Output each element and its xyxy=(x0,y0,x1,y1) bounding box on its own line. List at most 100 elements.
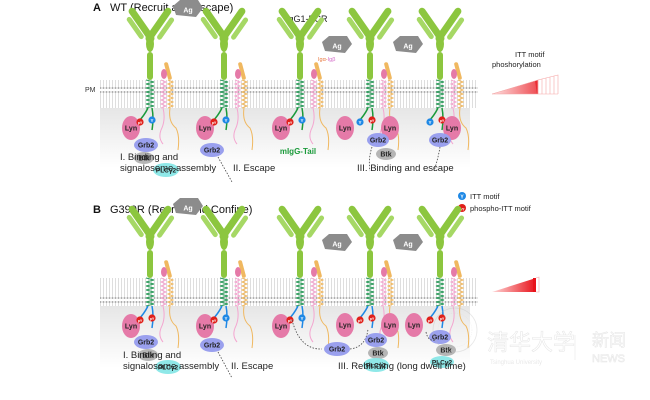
caption-b-1-line1: I. Binding and xyxy=(123,350,181,361)
svg-text:Btk: Btk xyxy=(440,348,451,355)
phospho-itt-motif-icon: pY xyxy=(286,316,294,324)
iga-igb-heterodimer xyxy=(379,62,400,151)
university-seal-icon xyxy=(432,307,478,353)
svg-text:Lyn: Lyn xyxy=(275,324,287,331)
legend-itt: Y ITT motif xyxy=(458,192,500,201)
grb2-adaptor: Grb2 xyxy=(324,342,350,356)
svg-text:pY: pY xyxy=(440,119,445,123)
svg-text:Y: Y xyxy=(428,120,431,125)
svg-text:Ag: Ag xyxy=(183,206,192,213)
watermark-news-cn: 新闻 xyxy=(592,331,626,350)
svg-text:Grb2: Grb2 xyxy=(138,143,154,150)
grb2-adaptor: Grb2 xyxy=(365,333,387,347)
phospho-itt-motif-icon: pY xyxy=(210,118,218,126)
grb2-adaptor: Grb2 xyxy=(134,335,158,349)
igg-antibody xyxy=(416,205,465,307)
caption-b-2: II. Escape xyxy=(231,361,273,372)
lyn-kinase: Lyn xyxy=(122,314,140,338)
phosphorylation-gradient-a xyxy=(491,74,559,95)
igg-antibody xyxy=(200,205,249,307)
phosphorylation-gradient-b xyxy=(492,276,540,293)
svg-text:pY: pY xyxy=(358,319,363,323)
phospho-itt-motif-icon: pY xyxy=(426,316,434,324)
svg-text:pY: pY xyxy=(440,317,445,321)
itt-motif-icon: Y xyxy=(298,116,306,124)
svg-text:Lyn: Lyn xyxy=(125,126,137,133)
lyn-kinase: Lyn xyxy=(196,116,214,140)
itt-motif-icon xyxy=(458,192,466,200)
plcg2-enzyme: PLCγ2 xyxy=(155,360,181,374)
panel-a: A WT (Recruit and Escape) PM IgG1-BCR Ig… xyxy=(85,0,559,183)
svg-text:Btk: Btk xyxy=(138,156,149,163)
svg-text:Btk: Btk xyxy=(372,351,383,358)
svg-text:Lyn: Lyn xyxy=(339,126,351,133)
btk-kinase: Btk xyxy=(436,344,456,356)
grb2-adaptor: Grb2 xyxy=(134,138,158,152)
svg-text:Ag: Ag xyxy=(403,44,412,51)
antigen: Ag xyxy=(393,36,423,53)
btk-kinase: Btk xyxy=(138,349,158,361)
svg-text:pY: pY xyxy=(150,317,155,321)
igg-antibody xyxy=(276,7,325,109)
svg-text:pY: pY xyxy=(370,317,375,321)
itt-motif-icon: Y xyxy=(298,314,306,322)
svg-text:Y: Y xyxy=(300,316,303,321)
caption-a-2: II. Escape xyxy=(233,163,275,174)
phospho-itt-motif-icon: pY xyxy=(210,316,218,324)
svg-text:Lyn: Lyn xyxy=(446,126,458,133)
watermark-en-name: Tsinghua University xyxy=(490,360,542,366)
svg-text:pY: pY xyxy=(212,319,217,323)
antigen: Ag xyxy=(322,234,352,251)
legend-phospho-label: phospho-ITT motif xyxy=(470,204,532,213)
svg-text:pY: pY xyxy=(138,121,143,125)
svg-text:Btk: Btk xyxy=(142,353,153,360)
iga-igb-heterodimer xyxy=(233,260,254,349)
svg-text:pY: pY xyxy=(428,319,433,323)
iga-igb-heterodimer xyxy=(309,260,330,349)
svg-text:Lyn: Lyn xyxy=(384,126,396,133)
svg-text:pY: pY xyxy=(288,121,293,125)
legend-phospho: pY phospho-ITT motif xyxy=(458,204,532,213)
svg-text:Lyn: Lyn xyxy=(339,323,351,330)
igg-antibody xyxy=(126,7,175,109)
antigen: Ag xyxy=(322,36,352,53)
svg-text:Lyn: Lyn xyxy=(199,324,211,331)
itt-motif-icon: Y xyxy=(426,118,434,126)
legend-itt-label: ITT motif xyxy=(470,192,500,201)
igg-antibody xyxy=(276,205,325,307)
phospho-itt-motif-icon: pY xyxy=(286,118,294,126)
iga-igb-heterodimer xyxy=(309,62,330,151)
svg-text:Y: Y xyxy=(358,120,361,125)
svg-text:pY: pY xyxy=(212,121,217,125)
legend: Y ITT motif pY phospho-ITT motif xyxy=(458,192,532,213)
caption-b-1-line2: signalosome assembly xyxy=(123,361,219,372)
dashed-arrow xyxy=(217,351,233,379)
itt-motif-icon: Y xyxy=(356,118,364,126)
panel-b: B G390R (Recruit and Confine) LynpYpYGrb… xyxy=(93,198,540,379)
antigen: Ag xyxy=(173,198,203,215)
svg-text:Ag: Ag xyxy=(403,242,412,249)
svg-text:PLCγ2: PLCγ2 xyxy=(156,168,177,175)
pm-label: PM xyxy=(85,87,96,94)
iga-igb-heterodimer xyxy=(159,260,180,349)
caption-a-1-line1: I. Binding and xyxy=(120,152,178,163)
lyn-kinase: Lyn xyxy=(272,116,290,140)
itt-motif-icon: Y xyxy=(222,314,230,322)
lyn-kinase: Lyn xyxy=(272,314,290,338)
phospho-itt-motif-icon: pY xyxy=(438,116,446,124)
dashed-arrow xyxy=(291,319,323,350)
svg-text:Lyn: Lyn xyxy=(125,324,137,331)
grb2-adaptor: Grb2 xyxy=(200,143,224,157)
iga-igb-label: Igα-Igβ xyxy=(318,57,335,63)
svg-text:Y: Y xyxy=(224,316,227,321)
svg-text:Y: Y xyxy=(460,195,464,201)
grb2-adaptor: Grb2 xyxy=(429,133,451,147)
igg-antibody xyxy=(126,205,175,307)
lyn-kinase: Lyn xyxy=(336,116,354,140)
iga-igb-heterodimer xyxy=(233,62,254,151)
btk-kinase: Btk xyxy=(134,152,154,164)
svg-text:pY: pY xyxy=(138,319,143,323)
lyn-kinase: Lyn xyxy=(196,314,214,338)
iga-igb-heterodimer xyxy=(159,62,180,151)
lyn-kinase: Lyn xyxy=(405,313,423,337)
